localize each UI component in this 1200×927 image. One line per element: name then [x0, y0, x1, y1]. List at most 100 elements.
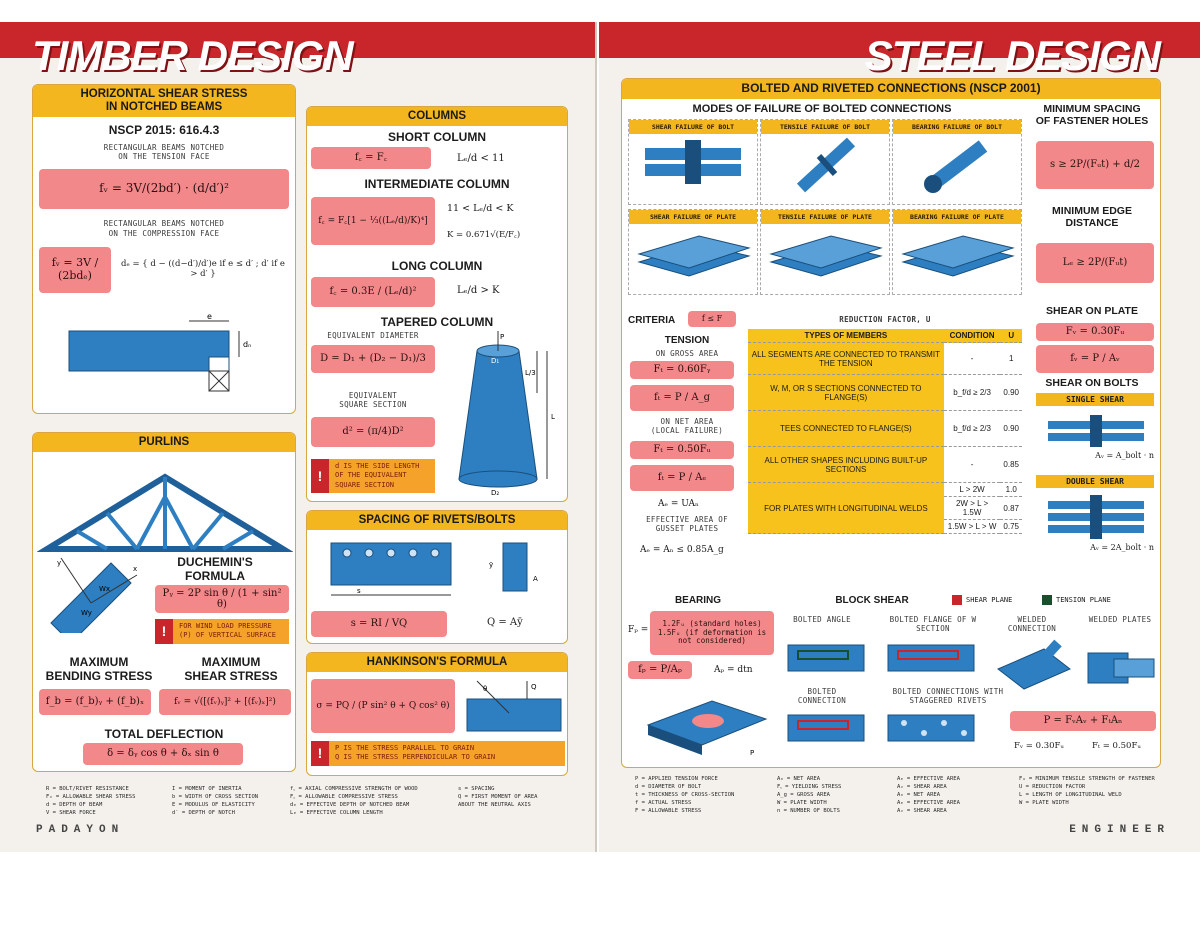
tapered-column-diagram: P D₁ D₂ L/3 L — [458, 331, 555, 497]
single-shear-label: SINGLE SHEAR — [1036, 393, 1154, 406]
code-reference: NSCP 2015: 616.4.3 — [108, 123, 220, 138]
formula-effective-depth: dₑ = { d − ((d−d′)/d′)e if e ≤ d′ ; d′ i… — [117, 247, 289, 293]
table-cell: 0.85 — [1000, 446, 1022, 483]
table-cell: 2W > L > 1.5W — [943, 496, 1001, 520]
table-cell: 1 — [1000, 342, 1022, 375]
reduction-factor-table: TYPES OF MEMBERS CONDITION U ALL SEGMENT… — [748, 329, 1022, 534]
bs-label: BOLTED FLANGE OF W SECTION — [889, 615, 977, 633]
formula-compression-notch: fᵥ = 3V / (2bdₑ) — [39, 247, 111, 293]
short-column-formula: f꜀ = F꜀ — [311, 147, 431, 169]
warning-icon: ! — [311, 459, 329, 494]
header-cell: CONDITION — [943, 329, 1001, 343]
hankinson-formula: σ = PQ / (P sin² θ + Q cos² θ) — [311, 679, 455, 733]
failure-mode-cell: BEARING FAILURE OF BOLT — [892, 119, 1022, 205]
intermediate-column-title: INTERMEDIATE COLUMN — [364, 177, 510, 191]
roof-truss-diagram — [37, 473, 293, 552]
load-wx-label: Wx — [99, 585, 110, 593]
table-cell: W, M, OR S SECTIONS CONNECTED TO FLANGE(… — [748, 374, 944, 411]
page-title: TIMBER DESIGN — [32, 32, 354, 79]
mode-label: TENSILE FAILURE OF PLATE — [761, 210, 889, 224]
table-cell: 1.5W > L > W — [943, 519, 1001, 534]
intermediate-column-formula: f꜀ = F꜀[1 − ⅓((Lₑ/d)/K)⁴] — [311, 197, 435, 245]
bearing-allowable-formula: 1.2Fᵤ (standard holes)1.5Fᵤ (if deformat… — [650, 611, 774, 655]
bolted-flange-diagram — [887, 644, 975, 672]
footer-text: PADAYON — [36, 824, 125, 836]
dim-label-e: e — [207, 312, 212, 321]
bearing-stress-formula: fₚ = P/Aₚ — [628, 661, 692, 679]
failure-mode-cell: BEARING FAILURE OF PLATE — [892, 209, 1022, 295]
rivet-spacing-formula: s = RI / VQ — [311, 611, 447, 637]
criteria-formula: f ≤ F — [688, 311, 736, 327]
table-cell: TEES CONNECTED TO FLANGE(S) — [748, 410, 944, 447]
mode-label: BEARING FAILURE OF PLATE — [893, 210, 1021, 224]
purlin-section-diagram: y x Wy Wx — [50, 557, 138, 633]
axis-x-label: x — [133, 565, 137, 573]
title-band — [0, 22, 595, 58]
double-shear-icon — [1048, 495, 1144, 539]
min-spacing-formula: s ≥ 2P/(Fᵤt) + d/2 — [1036, 141, 1154, 189]
deflection-title: TOTAL DEFLECTION — [104, 727, 224, 741]
wind-load-note: !FOR WIND LOAD PRESSURE (P) OF VERTICAL … — [155, 619, 289, 644]
single-shear-formula: Aᵥ = A_bolt · n — [1095, 451, 1154, 460]
panel-header: PURLINS — [33, 433, 295, 453]
bs-label: WELDED PLATES — [1088, 615, 1152, 624]
bolt-shear-icon — [645, 140, 741, 184]
table-cell: L > 2W — [943, 482, 1001, 497]
failure-mode-cell: SHEAR FAILURE OF PLATE — [628, 209, 758, 295]
legend-column: Fᵤ = MINIMUM TENSILE STRENGTH OF FASTENE… — [1019, 776, 1155, 806]
bolt-tension-icon — [796, 137, 856, 193]
panel-header: BOLTED AND RIVETED CONNECTIONS (NSCP 200… — [622, 79, 1160, 99]
duchemin-formula: Pᵧ = 2P sin θ / (1 + sin² θ) — [155, 585, 289, 613]
spacing-label: s — [357, 587, 361, 595]
hankinson-panel: HANKINSON'S FORMULA σ = PQ / (P sin² θ +… — [306, 652, 568, 776]
bs-label: WELDED CONNECTION — [1007, 615, 1057, 633]
tapered-diameter-formula: D = D₁ + (D₂ − D₁)/3 — [311, 345, 435, 373]
bolted-angle-diagram — [787, 644, 865, 672]
swatch-icon — [952, 595, 962, 605]
block-shear-fv: Fᵥ = 0.30Fᵤ — [1014, 741, 1064, 751]
reduction-factor-title: REDUCTION FACTOR, U — [839, 315, 931, 324]
bearing-area-formula: Aₚ = dtn — [714, 665, 753, 675]
shear-plane-legend: SHEAR PLANE — [952, 595, 1012, 605]
shear-on-plate-title: SHEAR ON PLATE — [1046, 305, 1138, 317]
mode-label: BEARING FAILURE OF BOLT — [893, 120, 1021, 134]
bolted-connection-diagram — [787, 714, 865, 742]
axis-y-label: y — [57, 559, 61, 567]
single-shear-icon — [1048, 415, 1144, 447]
bs-label: BOLTED ANGLE — [793, 615, 851, 624]
table-cell: 0.75 — [1000, 519, 1022, 534]
page-title: STEEL DESIGN — [864, 32, 1161, 79]
plate-tension-icon — [769, 235, 883, 277]
plate-shear-icon — [637, 235, 751, 277]
table-cell: 0.90 — [1000, 374, 1022, 411]
columns-panel: COLUMNS SHORT COLUMN f꜀ = F꜀ Lₑ/d < 11 I… — [306, 106, 568, 502]
ybar-label: ȳ — [489, 561, 493, 569]
failure-mode-cell: TENSILE FAILURE OF PLATE — [760, 209, 890, 295]
panel-header: SPACING OF RIVETS/BOLTS — [307, 511, 567, 531]
block-shear-title: BLOCK SHEAR — [835, 595, 909, 606]
steel-page: STEEL DESIGN BOLTED AND RIVETED CONNECTI… — [599, 22, 1200, 852]
panel-header: HANKINSON'S FORMULA — [307, 653, 567, 673]
net-area-formula: Fₜ = 0.50Fᵤ — [630, 441, 734, 459]
q-label: Q — [531, 683, 537, 691]
gross-stress-formula: fₜ = P / A_g — [630, 385, 734, 411]
tension-title: TENSION — [664, 335, 710, 346]
table-row: W, M, OR S SECTIONS CONNECTED TO FLANGE(… — [748, 374, 1022, 411]
table-cell: 1.0 — [1000, 482, 1022, 497]
swatch-icon — [1042, 595, 1052, 605]
